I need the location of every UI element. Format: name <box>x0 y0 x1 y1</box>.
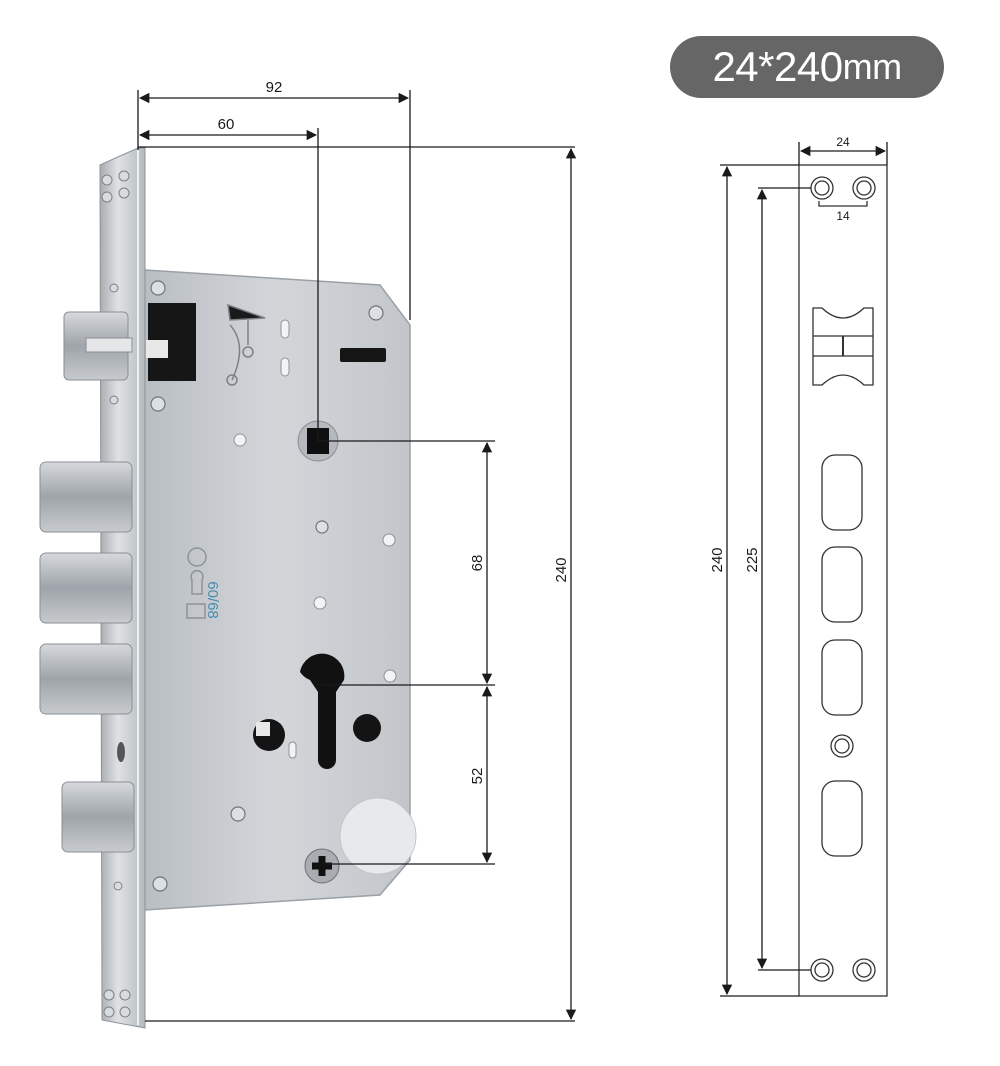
dim-cylinder-to-bottom: 52 <box>469 768 486 785</box>
dim-backset-center: 60 <box>218 116 235 133</box>
size-badge-value: 24*240 <box>712 43 843 90</box>
size-badge-unit: mm <box>842 46 902 87</box>
latch-opening <box>812 307 874 386</box>
mortise-lock-body: 60/68 <box>39 147 417 1029</box>
deadbolts <box>39 461 135 853</box>
center-screw-hole <box>830 734 854 758</box>
deadbolt-3 <box>39 643 133 715</box>
cylinder-hole <box>300 653 345 769</box>
deadbolt-4 <box>61 781 135 853</box>
bolt-slot-3 <box>821 639 863 716</box>
faceplate-drawing <box>798 164 888 997</box>
bolt-slot-4 <box>821 780 863 857</box>
faceplate-outline <box>798 164 888 997</box>
deadbolt-2 <box>39 552 133 624</box>
deadbolt-slot <box>340 348 386 362</box>
round-hole-right <box>353 714 381 742</box>
dim-faceplate-width: 24 <box>836 135 850 149</box>
lock-case <box>144 269 411 911</box>
latch-bolt <box>63 303 196 381</box>
dim-screw-hole-span: 225 <box>744 547 761 572</box>
lock-dimension-lines <box>137 90 577 1022</box>
stamp-model-text: 60/68 <box>204 581 221 619</box>
faceplate-slot-icon <box>117 742 125 762</box>
faceplate-screw-icons <box>101 170 131 1018</box>
bolt-slot-2 <box>821 546 863 623</box>
dim-backset-total: 92 <box>266 79 283 96</box>
deadbolt-1 <box>39 461 133 533</box>
case-screw-icons <box>150 280 384 892</box>
dim-screw-spacing: 14 <box>836 209 850 223</box>
dim-faceplate-height: 240 <box>709 547 726 572</box>
case-pin-icons <box>233 319 397 759</box>
mechanism-markings <box>226 303 266 386</box>
manufacturer-stamp: 60/68 <box>186 547 221 619</box>
dim-handle-to-cylinder: 68 <box>469 555 486 572</box>
quality-seal-sticker <box>339 797 417 875</box>
bolt-slot-1 <box>821 454 863 531</box>
dim-lock-height: 240 <box>553 557 570 582</box>
faceplate-dimension-lines <box>720 142 888 997</box>
